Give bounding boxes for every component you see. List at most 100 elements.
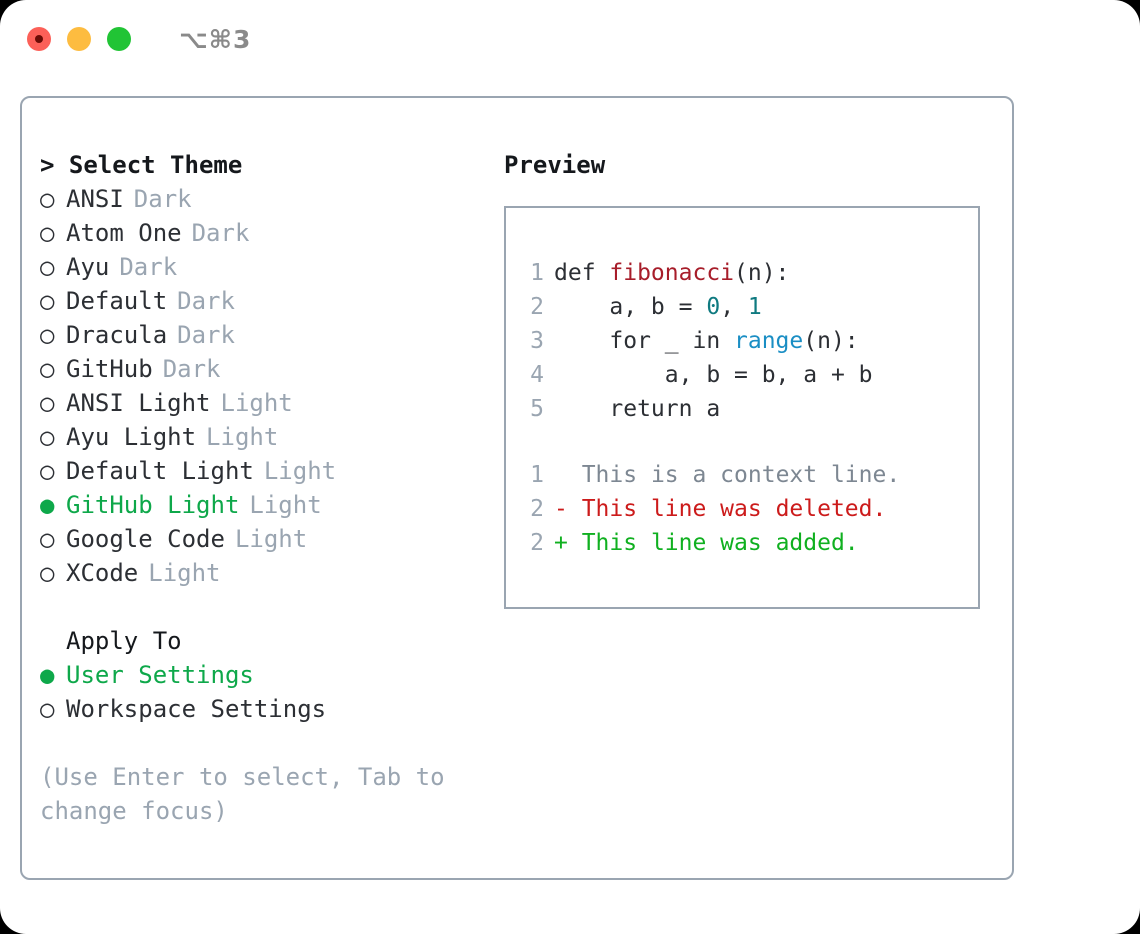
theme-option-label: ANSI Light [66,389,211,417]
radio-unselected-icon: ○ [40,287,55,315]
theme-option-ansi-light[interactable]: ○ ANSI Light Light [40,386,484,420]
theme-option-default-light[interactable]: ○ Default Light Light [40,454,484,488]
keyboard-hint-text: (Use Enter to select, Tab to change focu… [40,763,445,825]
theme-option-variant-tag: Light [249,491,322,519]
diff-marker: - [554,496,568,522]
theme-option-variant-tag: Dark [177,321,235,349]
code-line-content: def fibonacci(n): [554,256,789,290]
preview-header: Preview [504,151,606,179]
theme-option-dracula[interactable]: ○ Dracula Dark [40,318,484,352]
close-button[interactable] [27,27,51,51]
code-token-plain: (n): [734,260,790,286]
theme-option-variant-tag: Dark [191,219,250,247]
apply-to-option-workspace-settings[interactable]: ○Workspace Settings [40,692,484,726]
code-line: 2 a, b = 0, 1 [506,290,978,324]
code-line: 4 a, b = b, a + b [506,358,978,392]
theme-option-label: Google Code [66,525,225,553]
radio-unselected-icon: ○ [40,423,55,451]
theme-option-variant-tag: Light [263,457,337,485]
diff-line-text: This line was added. [567,530,859,556]
code-line-number: 5 [530,396,544,422]
code-token-plain: a, b = [554,294,707,320]
diff-line-number: 2 [530,530,544,556]
radio-unselected-icon: ○ [40,219,55,247]
theme-option-variant-tag: Dark [119,253,178,281]
titlebar: ⌥⌘3 [0,0,1140,78]
code-diff-separator [506,426,978,458]
theme-option-label: ANSI [66,185,124,213]
code-line: 3 for _ in range(n): [506,324,978,358]
radio-unselected-icon: ○ [40,559,55,587]
radio-selected-icon: ● [40,661,55,689]
apply-to-option-label: Workspace Settings [66,695,327,723]
apply-to-option-label: User Settings [66,661,254,689]
theme-option-atom-one[interactable]: ○ Atom One Dark [40,216,484,250]
traffic-lights [27,27,131,51]
code-line-number: 1 [530,260,544,286]
apply-to-option-user-settings[interactable]: ● User Settings [40,658,484,692]
keyboard-shortcut-label: ⌥⌘3 [179,24,252,54]
radio-selected-icon: ● [40,491,55,519]
theme-option-label: Default Light [66,457,254,485]
code-line-content: a, b = b, a + b [554,358,873,392]
diff-sample: 1 This is a context line.2- This line wa… [506,458,978,560]
theme-option-label: GitHub Light [66,491,240,519]
radio-unselected-icon: ○ [40,355,55,383]
theme-option-variant-tag: Light [206,423,279,451]
code-line: 5 return a [506,392,978,426]
code-line: 1 def fibonacci(n): [506,256,978,290]
code-token-call: range [734,328,804,354]
theme-option-label: Dracula [66,321,168,349]
diff-line-context: 1 This is a context line. [506,458,978,492]
theme-option-default[interactable]: ○ Default Dark [40,284,484,318]
code-line-content: a, b = 0, 1 [554,290,762,324]
radio-unselected-icon: ○ [40,457,55,485]
apply-to-list[interactable]: ● User Settings ○Workspace Settings [40,658,484,726]
minimize-button[interactable] [67,27,91,51]
theme-option-ayu-light[interactable]: ○ Ayu Light Light [40,420,484,454]
diff-line-deleted: 2- This line was deleted. [506,492,978,526]
theme-option-github-light[interactable]: ● GitHub Light Light [40,488,484,522]
code-token-plain: a, b = b, a + b [554,362,873,388]
theme-option-label: Default [66,287,168,315]
diff-line-text: This line was deleted. [567,496,887,522]
theme-option-variant-tag: Light [220,389,293,417]
theme-option-ayu[interactable]: ○ Ayu Dark [40,250,484,284]
diff-line-number: 2 [530,496,544,522]
theme-option-label: Ayu Light [66,423,197,451]
diff-line-number: 1 [530,462,544,488]
apply-to-header: Apply To [66,627,182,655]
radio-unselected-icon: ○ [40,525,55,553]
radio-unselected-icon: ○ [40,321,55,349]
radio-unselected-icon: ○ [40,253,55,281]
code-token-plain: return a [554,396,721,422]
code-line-content: return a [554,392,720,426]
theme-option-variant-tag: Dark [162,355,221,383]
code-line-number: 3 [530,328,544,354]
code-token-num: 1 [747,294,762,320]
diff-line-text: This is a context line. [567,462,901,488]
radio-unselected-icon: ○ [40,389,55,417]
diff-marker: + [554,530,568,556]
maximize-button[interactable] [107,27,131,51]
diff-line-added: 2 + This line was added. [506,526,978,560]
theme-option-variant-tag: Dark [177,287,235,315]
theme-option-variant-tag: Light [148,559,221,587]
diff-marker [554,458,568,492]
theme-option-label: Atom One [66,219,182,247]
theme-option-label: XCode [66,559,139,587]
code-line-number: 2 [530,294,544,320]
theme-option-xcode[interactable]: ○ XCode Light [40,556,484,590]
theme-option-label: Ayu [66,253,110,281]
list-spacer [40,590,484,624]
select-theme-header: > Select Theme [40,151,243,179]
code-token-plain: def [554,260,610,286]
